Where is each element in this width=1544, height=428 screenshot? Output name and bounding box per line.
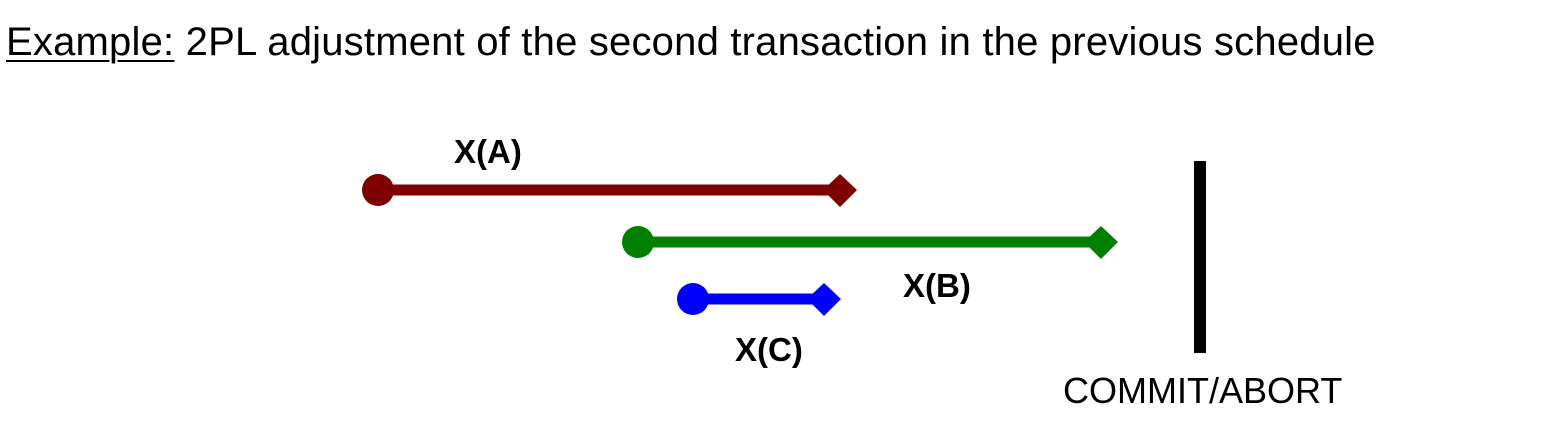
lock-a-release-diamond [823, 174, 857, 207]
slide-title: Example: 2PL adjustment of the second tr… [6, 14, 1376, 70]
lock-b-label: X(B) [903, 267, 971, 304]
lock-b-acquire-dot [622, 226, 654, 258]
lock-a-interval [362, 174, 857, 207]
commit-marker-bar [1194, 161, 1206, 353]
lock-b-release-diamond [1084, 226, 1118, 259]
title-text: 2PL adjustment of the second transaction… [174, 20, 1376, 64]
lock-a-acquire-dot [362, 174, 394, 206]
lock-c-interval [677, 283, 841, 316]
lock-c-label: X(C) [735, 331, 803, 368]
lock-a-label: X(A) [454, 133, 522, 170]
lock-c-release-diamond [807, 283, 841, 316]
title-prefix: Example: [6, 20, 175, 64]
commit-label: COMMIT/ABORT [1063, 370, 1342, 411]
lock-c-acquire-dot [677, 283, 709, 315]
lock-b-interval [622, 226, 1118, 259]
